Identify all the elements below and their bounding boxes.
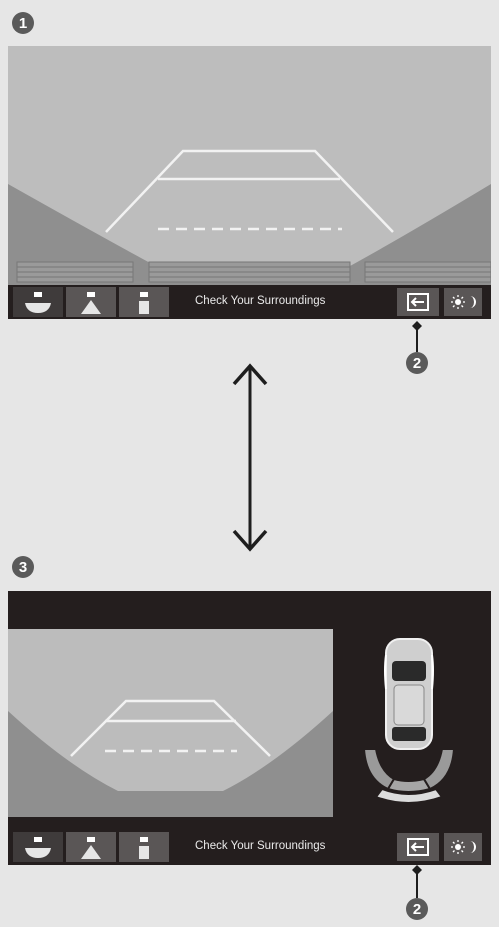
switch-view-arrow bbox=[230, 360, 270, 555]
callout-1: 1 bbox=[12, 12, 34, 34]
callout-3: 3 bbox=[12, 556, 34, 578]
wide-view-icon bbox=[139, 837, 149, 859]
vehicle-top-view-icon bbox=[384, 638, 434, 750]
callout-2-leader-bottom bbox=[416, 866, 418, 898]
day-night-icon bbox=[451, 295, 476, 309]
callout-2-bottom: 2 bbox=[406, 898, 428, 920]
rear-camera-screen-normal: Check Your Surroundings bbox=[8, 46, 491, 319]
normal-view-button[interactable] bbox=[66, 287, 116, 317]
status-message: Check Your Surroundings bbox=[195, 295, 326, 307]
top-down-view-button[interactable] bbox=[13, 287, 63, 317]
status-message-bottom: Check Your Surroundings bbox=[195, 840, 326, 852]
wide-view-button[interactable] bbox=[119, 287, 169, 317]
exit-arrow-icon bbox=[407, 838, 429, 856]
exit-arrow-icon bbox=[407, 293, 429, 311]
normal-view-icon bbox=[81, 837, 101, 859]
parking-sensor-display bbox=[362, 638, 456, 804]
exit-button-bottom[interactable] bbox=[397, 833, 439, 861]
day-night-button-bottom[interactable] bbox=[444, 833, 482, 861]
callout-2-top: 2 bbox=[406, 352, 428, 374]
rear-camera-screen-with-sensors: Check Your Surroundings bbox=[8, 591, 491, 865]
top-down-camera-icon bbox=[25, 292, 51, 313]
top-down-camera-icon bbox=[25, 837, 51, 858]
rear-camera-feed bbox=[8, 149, 491, 286]
callout-2-pointer-bottom bbox=[412, 862, 422, 875]
exit-button[interactable] bbox=[397, 288, 439, 316]
rear-camera-feed-small bbox=[8, 629, 333, 817]
day-night-icon bbox=[451, 840, 476, 854]
wide-view-icon bbox=[139, 292, 149, 314]
wide-view-button-bottom[interactable] bbox=[119, 832, 169, 862]
top-down-view-button-bottom[interactable] bbox=[13, 832, 63, 862]
normal-view-button-bottom[interactable] bbox=[66, 832, 116, 862]
rear-sensor-arcs bbox=[362, 748, 456, 804]
normal-view-icon bbox=[81, 292, 101, 314]
callout-2-pointer-top bbox=[412, 318, 422, 331]
camera-control-bar: Check Your Surroundings bbox=[8, 285, 491, 319]
camera-control-bar-bottom: Check Your Surroundings bbox=[8, 829, 491, 865]
day-night-button[interactable] bbox=[444, 288, 482, 316]
callout-2-leader-top bbox=[416, 322, 418, 352]
